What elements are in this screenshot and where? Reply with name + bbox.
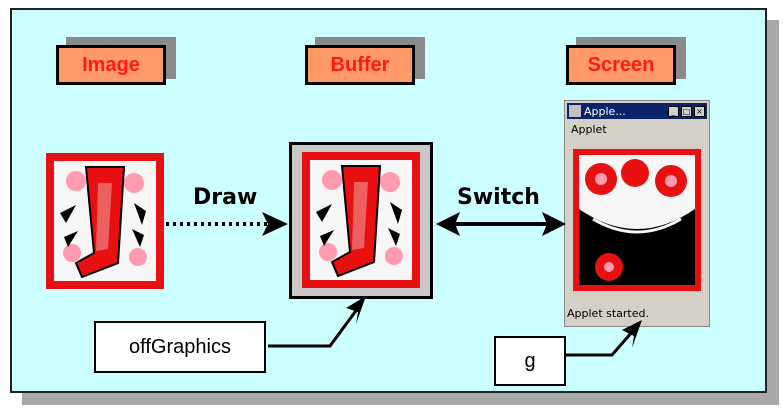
applet-window: Apple... _ □ × Applet Applet started.: [564, 100, 710, 327]
draw-label: Draw: [193, 185, 258, 210]
offgraphics-box: offGraphics: [94, 321, 266, 373]
buffer-card: [302, 152, 420, 293]
applet-window-icon: [569, 105, 581, 117]
applet-status: Applet started.: [567, 307, 649, 320]
buffer-label: Buffer: [305, 45, 415, 85]
applet-title: Apple...: [584, 104, 626, 118]
g-box: g: [494, 336, 566, 386]
applet-title-bar: Apple... _ □ ×: [567, 103, 707, 119]
applet-menu[interactable]: Applet: [571, 123, 607, 136]
switch-label: Switch: [457, 185, 540, 210]
buffer-label-group: Buffer: [305, 37, 425, 85]
image-card: [46, 153, 164, 294]
image-label-group: Image: [56, 37, 176, 85]
minimize-icon[interactable]: _: [668, 105, 679, 117]
maximize-icon[interactable]: □: [681, 105, 692, 117]
screen-card: [573, 149, 701, 296]
screen-label-group: Screen: [566, 37, 686, 85]
screen-label: Screen: [566, 45, 676, 85]
image-label: Image: [56, 45, 166, 85]
close-icon[interactable]: ×: [694, 105, 705, 117]
